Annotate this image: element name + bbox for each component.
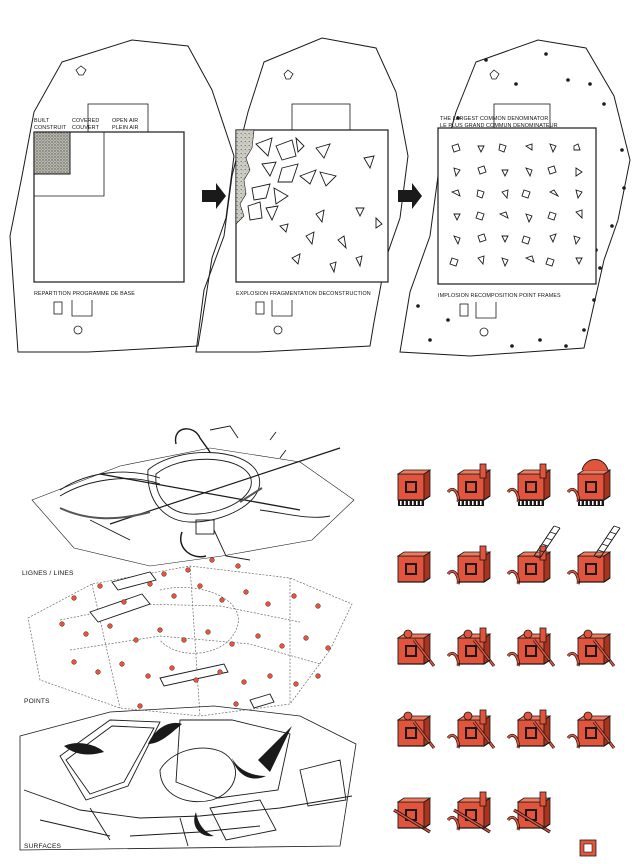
- program-square: [437, 127, 597, 285]
- small-circle: [273, 325, 283, 335]
- club-symbol: [75, 65, 87, 76]
- panel-explosion: EXPLOSION FRAGMENTATION DECONSTRUCTION: [195, 37, 409, 353]
- folie-2-1: [396, 551, 432, 583]
- small-box: [459, 303, 469, 317]
- surfaces-layer: [19, 705, 357, 851]
- top-box: [291, 103, 351, 131]
- folie-1-3: [506, 463, 552, 506]
- axonometric-layers: LIGNES / LINES: [19, 425, 357, 851]
- folie-4-3: [506, 709, 556, 749]
- points-volumes: [89, 571, 275, 709]
- folie-2-4: [566, 525, 621, 585]
- label-open-air: OPEN AIR: [112, 118, 138, 124]
- arrow-1: [202, 183, 226, 209]
- points-layer: [27, 565, 353, 717]
- folie-5-1: [393, 797, 432, 834]
- folie-1-2: [446, 463, 492, 506]
- folie-3-1: [396, 629, 436, 667]
- program-square: [235, 129, 389, 283]
- covered-area-line: [34, 131, 105, 197]
- folie-5-4: [579, 839, 597, 857]
- small-box: [53, 301, 63, 315]
- layer-label-points: POINTS: [24, 698, 50, 705]
- folie-3-3: [506, 627, 556, 667]
- site-outline: [399, 39, 631, 357]
- covered-area-outline: [34, 132, 71, 175]
- small-bracket: [475, 302, 497, 319]
- site-outline: [9, 39, 235, 353]
- folie-1-1: [396, 469, 432, 506]
- caption-repartition: REPARTITION PROGRAMME DE BASE: [34, 291, 135, 297]
- folie-4-2: [446, 709, 496, 749]
- folie-4-1: [396, 711, 436, 749]
- small-circle: [73, 325, 83, 335]
- hatched-edge: [235, 129, 255, 225]
- small-circle: [479, 327, 489, 337]
- caption-explosion: EXPLOSION FRAGMENTATION DECONSTRUCTION: [236, 291, 371, 297]
- label-built: BUILT: [34, 118, 50, 124]
- folie-2-2: [446, 545, 492, 585]
- point-frame-grid: [449, 143, 583, 268]
- club-symbol: [283, 69, 294, 80]
- surfaces-paths: [64, 722, 292, 837]
- fragments: [247, 136, 383, 274]
- folie-5-2: [446, 791, 492, 834]
- caption-implosion: IMPLOSION RECOMPOSITION POINT FRAMES: [438, 293, 561, 299]
- points-folies: [59, 557, 331, 709]
- top-box: [493, 103, 551, 129]
- built-area: [33, 131, 71, 175]
- panel-implosion: THE LARGEST COMMON DENOMINATOR LE PLUS G…: [399, 39, 631, 357]
- folie-3-2: [446, 627, 496, 667]
- heading-plus-grand: LE PLUS GRAND COMMUN DENOMINATEUR: [440, 123, 558, 129]
- site-outline: [195, 37, 409, 353]
- layer-label-surfaces: SURFACES: [24, 843, 62, 850]
- small-bracket: [71, 300, 93, 317]
- label-couvert: COUVERT: [72, 125, 100, 131]
- folie-2-3: [506, 525, 561, 585]
- folies-grid: [393, 459, 621, 857]
- label-construit: CONSTRUIT: [34, 125, 67, 131]
- arrow-2: [398, 183, 422, 209]
- layer-label-lines: LIGNES / LINES: [22, 570, 74, 577]
- folie-5-3: [506, 791, 552, 834]
- club-symbol: [489, 69, 500, 80]
- panel-programme-repartition: BUILT CONSTRUIT COVERED COUVERT OPEN AIR…: [9, 39, 235, 353]
- folie-4-4: [566, 711, 616, 749]
- lines-layer: [31, 425, 355, 567]
- open-air-box: [87, 103, 149, 133]
- label-covered: COVERED: [72, 118, 99, 124]
- heading-largest-common: THE LARGEST COMMON DENOMINATOR: [440, 116, 548, 122]
- perimeter-points: [416, 52, 626, 348]
- folie-1-4: [566, 459, 612, 506]
- label-plein-air: PLEIN AIR: [112, 125, 139, 131]
- small-box: [255, 301, 265, 315]
- folie-3-4: [566, 629, 616, 667]
- small-bracket: [271, 300, 293, 317]
